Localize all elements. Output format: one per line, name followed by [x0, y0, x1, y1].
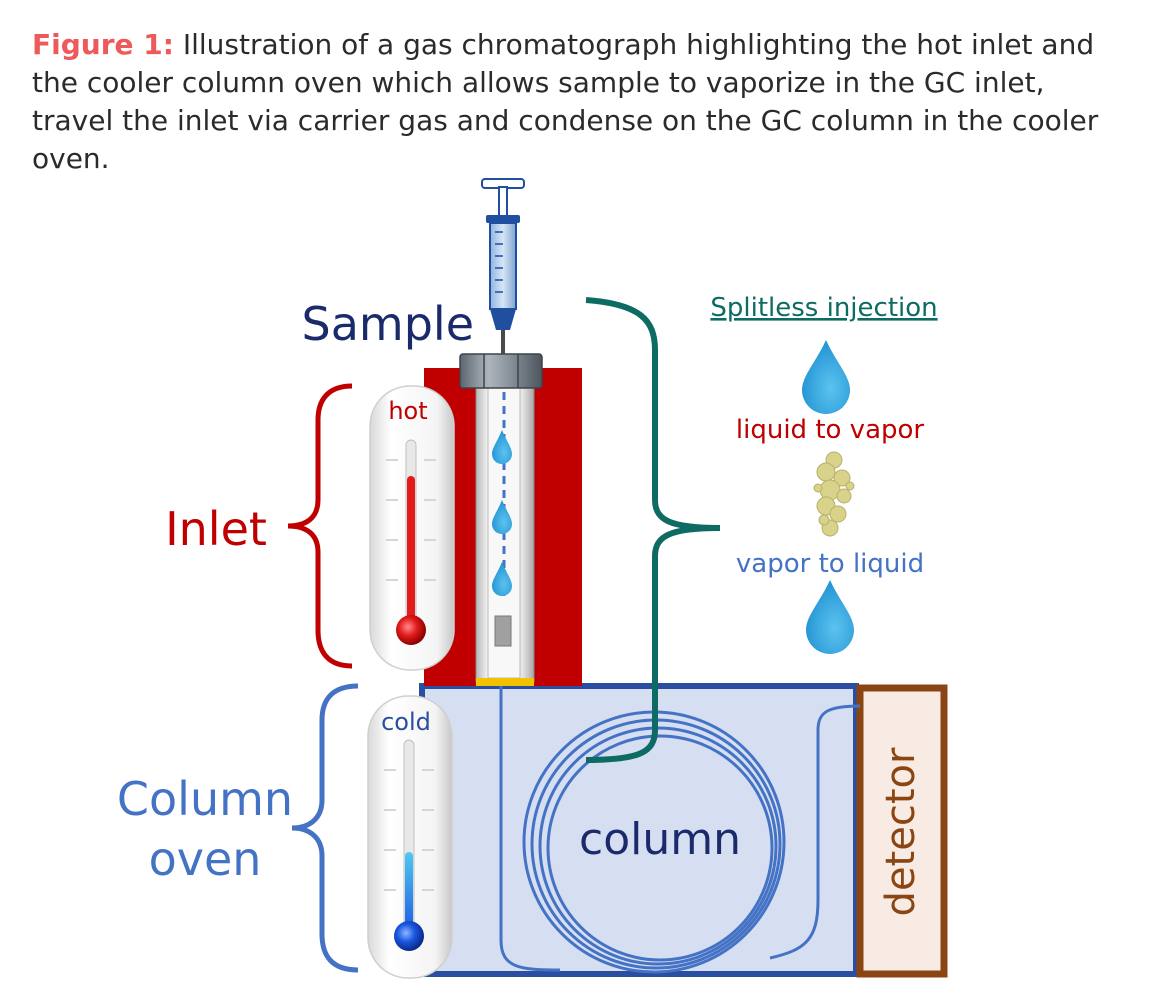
splitless-bracket [585, 297, 721, 763]
inlet-liner [475, 383, 535, 686]
column-oven-label-line1: Column [117, 772, 293, 826]
splitless-title: Splitless injection [710, 293, 937, 323]
detector-label: detector [878, 747, 924, 916]
droplet-icon [492, 430, 512, 464]
inlet-brace [287, 383, 353, 669]
figure-label: Figure 1: [32, 28, 174, 61]
column-oven-brace [291, 683, 359, 973]
cold-label: cold [381, 708, 431, 736]
sample-label: Sample [302, 297, 474, 351]
thermometer-cold-icon [367, 695, 453, 979]
inlet-label: Inlet [165, 502, 267, 556]
figure-caption: Figure 1: Illustration of a gas chromato… [32, 26, 1132, 178]
droplet-icon [806, 580, 854, 654]
vapor-to-liquid-label: vapor to liquid [736, 549, 924, 579]
detector-box [856, 684, 948, 978]
droplet-icon [492, 562, 512, 596]
liquid-to-vapor-label: liquid to vapor [736, 415, 925, 445]
vapor-cloud-icon [813, 451, 855, 537]
column-oven-label-line2: oven [149, 832, 262, 886]
inlet-nut [459, 353, 543, 389]
hot-label: hot [388, 397, 427, 425]
column-label: column [579, 814, 741, 865]
droplet-icon [492, 500, 512, 534]
droplet-icon [802, 340, 850, 414]
thermometer-hot-icon [369, 385, 455, 671]
caption-text: Illustration of a gas chromatograph high… [32, 28, 1099, 175]
syringe-icon [481, 178, 525, 354]
